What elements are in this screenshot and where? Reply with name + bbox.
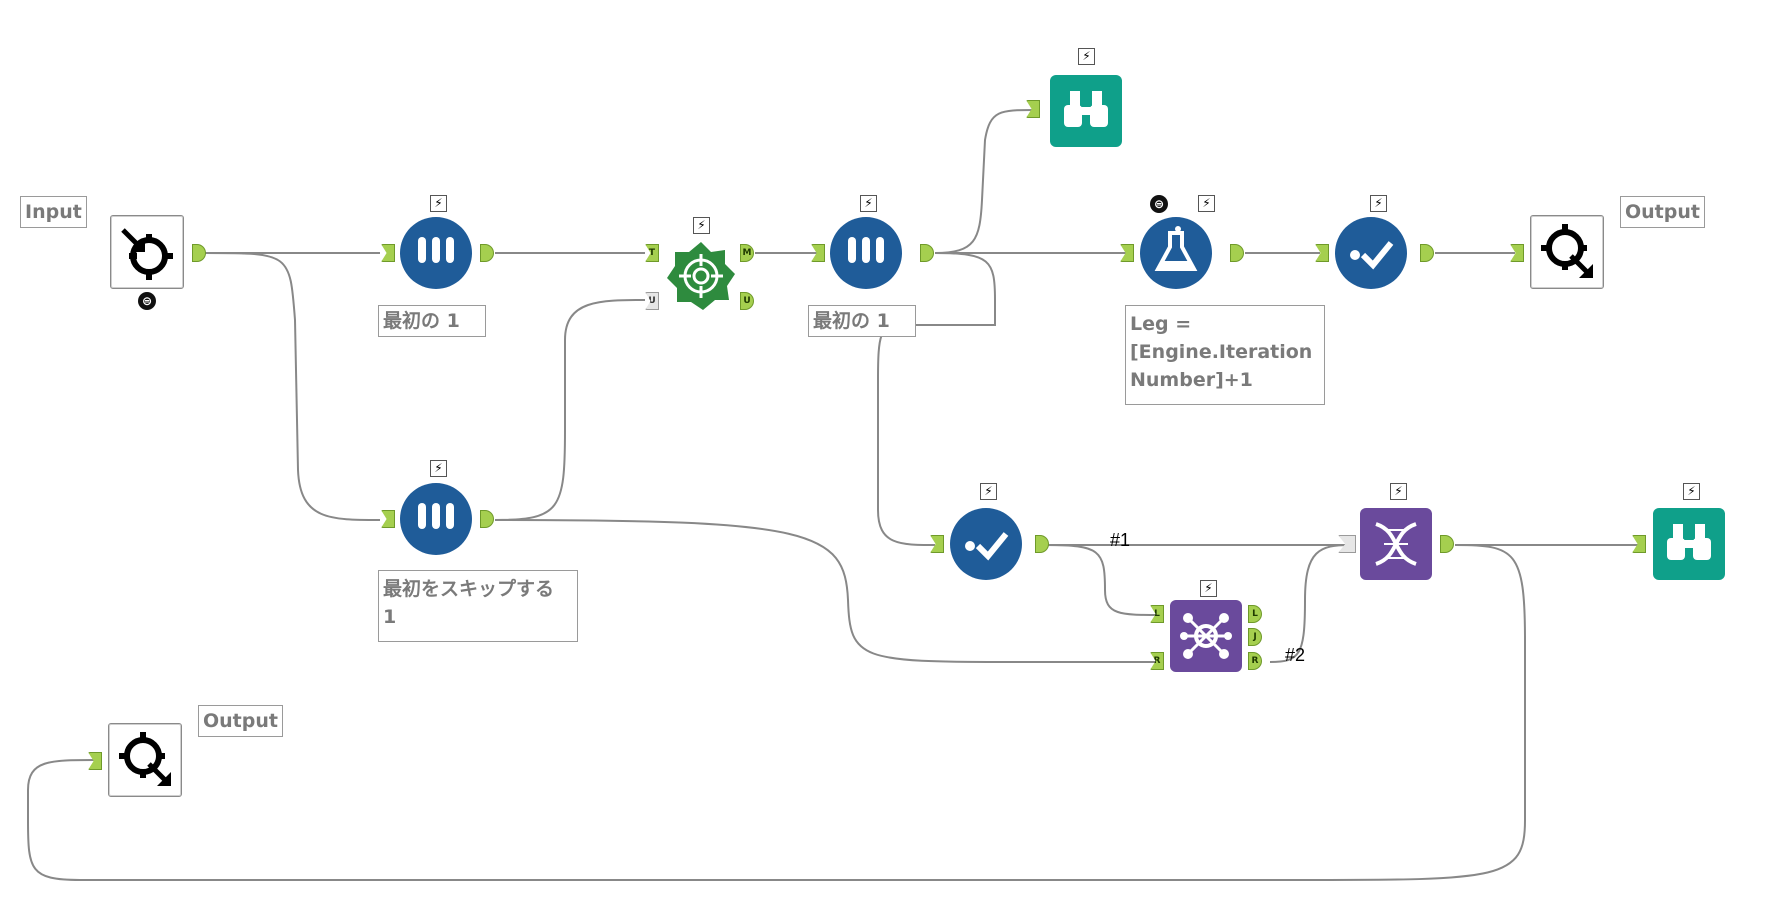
- macro-input-tool[interactable]: [110, 215, 184, 289]
- sample-tool-top[interactable]: [400, 217, 472, 289]
- connection-label-2: #2: [1285, 645, 1306, 665]
- bolt-icon: ⚡: [430, 460, 447, 477]
- checkmark-icon: [1350, 241, 1394, 270]
- bolt-icon: ⚡: [1198, 195, 1215, 212]
- formula-annotation: Leg = [Engine.Iteration Number]+1: [1125, 305, 1325, 405]
- macro-input-out-port[interactable]: [192, 244, 206, 262]
- sample-tool-mid[interactable]: [830, 217, 902, 289]
- dna-icon: [1375, 522, 1417, 566]
- union-out-port[interactable]: [1440, 535, 1454, 553]
- macro-input-icon: [121, 228, 173, 280]
- browse-tool-bottom[interactable]: [1653, 508, 1725, 580]
- macro-output-icon: [119, 732, 171, 786]
- bolt-icon: ⚡: [1370, 195, 1387, 212]
- test-tubes-icon: [418, 503, 454, 529]
- input-label: Input: [20, 196, 87, 228]
- bolt-icon: ⚡: [1683, 483, 1700, 500]
- wire-skip-join: [494, 519, 1160, 663]
- flask-icon: [1154, 226, 1198, 271]
- bolt-icon: ⚡: [1200, 580, 1217, 597]
- join-R-out-port[interactable]: R: [1248, 652, 1262, 670]
- bolt-icon: ⚡: [860, 195, 877, 212]
- formula-out-port[interactable]: [1230, 244, 1244, 262]
- wire-input-sample-skip: [204, 252, 381, 521]
- sample-tool-skip[interactable]: [400, 483, 472, 555]
- cache-badge-icon: ⊜: [138, 292, 156, 310]
- join-icon: [1180, 613, 1232, 659]
- wire-union-outputbottom: [27, 544, 1526, 881]
- sample-skip-label: 最初をスキップする 1: [378, 570, 578, 642]
- binoculars-icon: [1064, 91, 1108, 127]
- join-tool[interactable]: [1170, 600, 1242, 672]
- wire-join-union: [1269, 544, 1351, 663]
- binoculars-icon: [1667, 524, 1711, 560]
- union-tool[interactable]: [1360, 508, 1432, 580]
- bolt-icon: ⚡: [1078, 48, 1095, 65]
- wire-samplemid-select: [877, 252, 996, 546]
- output-top-label: Output: [1620, 196, 1705, 228]
- formula-tool[interactable]: [1140, 217, 1212, 289]
- cache-badge-icon: ⊜: [1150, 195, 1168, 213]
- fuzzy-U-out-port[interactable]: U: [740, 292, 754, 310]
- select-bottom-out-port[interactable]: [1035, 535, 1049, 553]
- select-tool-bottom[interactable]: [950, 508, 1022, 580]
- bolt-icon: ⚡: [1390, 483, 1407, 500]
- bolt-icon: ⚡: [980, 483, 997, 500]
- wire-samplemid-browse: [934, 109, 1036, 254]
- sample-mid-label: 最初の 1: [808, 305, 916, 337]
- wire-select-join: [1044, 544, 1161, 616]
- bolt-icon: ⚡: [693, 217, 710, 234]
- join-J-out-port[interactable]: J: [1248, 628, 1262, 646]
- target-icon: [667, 242, 735, 310]
- fuzzy-M-port[interactable]: M: [740, 244, 754, 262]
- checkmark-icon: [965, 532, 1009, 561]
- macro-output-tool-bottom[interactable]: [108, 723, 182, 797]
- sample-skip-out-port[interactable]: [480, 510, 494, 528]
- sample-mid-out-port[interactable]: [920, 244, 934, 262]
- sample-top-out-port[interactable]: [480, 244, 494, 262]
- join-R-in-port[interactable]: R: [1150, 652, 1164, 670]
- connection-label-1: #1: [1110, 530, 1131, 550]
- sample-top-label: 最初の 1: [378, 305, 486, 337]
- test-tubes-icon: [848, 237, 884, 263]
- output-bottom-label: Output: [198, 705, 283, 737]
- select-top-out-port[interactable]: [1420, 244, 1434, 262]
- fuzzy-T-port[interactable]: T: [645, 244, 659, 262]
- join-L-out-port[interactable]: L: [1248, 605, 1262, 623]
- macro-output-tool-top[interactable]: [1530, 215, 1604, 289]
- wire-skip-fuzzy: [494, 299, 646, 521]
- macro-output-icon: [1541, 224, 1593, 278]
- select-tool-top[interactable]: [1335, 217, 1407, 289]
- test-tubes-icon: [418, 237, 454, 263]
- browse-tool-top[interactable]: [1050, 75, 1122, 147]
- fuzzy-tool[interactable]: [665, 240, 737, 312]
- bolt-icon: ⚡: [430, 195, 447, 212]
